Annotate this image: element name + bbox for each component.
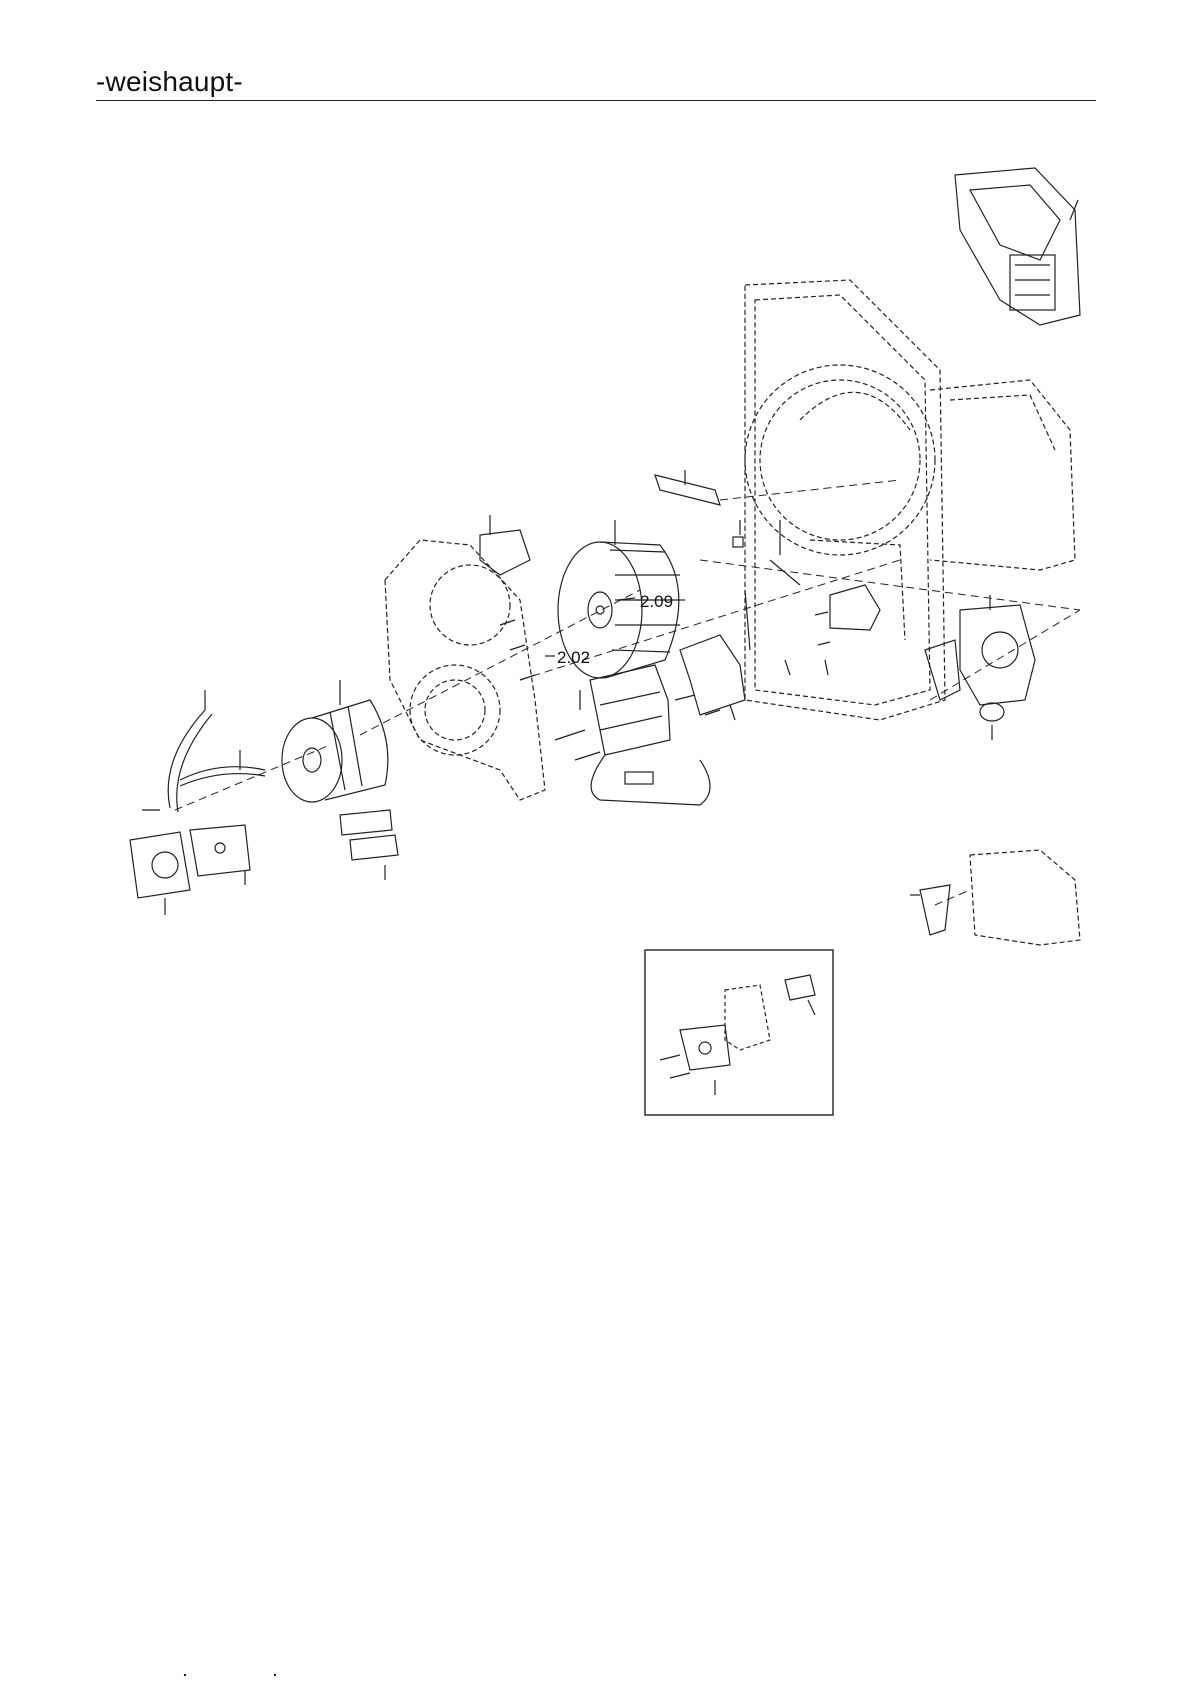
valve-assembly xyxy=(785,585,1035,740)
screws xyxy=(500,612,830,760)
inset-detail-box xyxy=(645,950,833,1115)
bracket xyxy=(480,515,530,575)
ignition-unit xyxy=(580,665,710,805)
burner-housing xyxy=(745,280,1075,720)
footer-mark: . xyxy=(273,1663,277,1679)
motor xyxy=(282,680,398,880)
cover-plate xyxy=(680,635,745,720)
pressure-switch xyxy=(130,690,265,915)
gas-unit-lower-right xyxy=(910,850,1080,945)
callout-2-09: 2.09 xyxy=(640,592,673,611)
callout-2-02: 2.02 xyxy=(557,648,590,667)
housing-cover xyxy=(955,168,1080,325)
footer-mark: . xyxy=(183,1663,187,1679)
callouts: 2.09 2.02 xyxy=(545,592,673,667)
mounting-plate xyxy=(385,540,545,800)
